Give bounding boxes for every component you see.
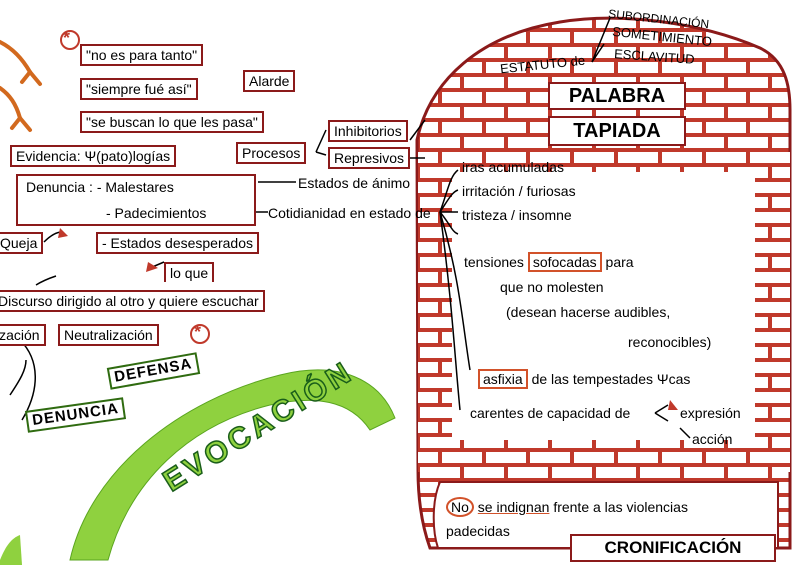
quote-no-es-para-tanto: "no es para tanto" [80,44,204,66]
wall-item-accion: acción [692,431,733,447]
alarde-box: Alarde [243,70,296,92]
procesos-box: Procesos [236,142,307,164]
asterisk-bottom: * [194,322,202,342]
padecidas-text: padecidas [446,523,510,539]
frente-text: frente a las violencias [553,499,688,515]
ribbon-evocacion [69,369,396,561]
inhibitorios-box: Inhibitorios [328,120,408,142]
palabra-banner: PALABRA [548,82,686,110]
wall-item-asfixia: asfixia de las tempestades Ψcas [478,369,691,389]
discurso-box: Discurso dirigido al otro y quiere escuc… [0,290,265,312]
estados-de-animo: Estados de ánimo [298,175,411,191]
wall-item-carentes: carentes de capacidad de [470,405,631,421]
se-indignan-text: se indignan [477,499,550,515]
para-text: para [605,254,634,270]
tensiones-text: tensiones [464,254,524,270]
cronificacion-banner: CRONIFICACIÓN [570,534,776,562]
tree-branches [0,40,42,132]
tapiada-banner: TAPIADA [548,116,686,146]
wall-item-irritacion: irritación / furiosas [462,183,576,199]
tempestades-text: de las tempestades Ψcas [531,371,691,387]
neutralizacion-box: Neutralización [58,324,159,346]
no-circled: No [446,497,474,517]
lo-que-box: lo que [164,262,215,282]
wall-item-reconocibles: reconocibles) [628,334,712,350]
cotidianidad-estado: Cotidianidad en estado de [268,205,431,221]
quote-se-buscan: "se buscan lo que les pasa" [80,111,264,133]
asfixia-highlight: asfixia [478,369,528,389]
sofocadas-highlight: sofocadas [527,252,602,272]
wall-item-desean: (desean hacerse audibles, [506,304,671,320]
evidencia-box: Evidencia: Ψ(pato)logías [10,145,177,167]
asterisk-circle-bottom [190,324,210,344]
wall-item-no-molesten: que no molesten [500,279,604,295]
queja-box: Queja [0,232,44,254]
asterisk-circle-top [60,30,80,50]
no-se-indignan-line: No se indignan frente a las violencias [446,497,688,517]
denuncia-line-1: Denuncia : - Malestares [26,179,174,195]
connector-lines [9,17,691,439]
izacion-box: ización [0,324,46,346]
quote-siempre-fue-asi: "siempre fué así" [80,78,198,100]
asterisk-top: * [63,28,71,48]
denuncia-box: Denuncia : - Malestares - Padecimientos [16,174,256,226]
wall-item-iras: iras acumuladas [462,159,564,175]
represivos-box: Represivos [328,147,411,169]
wall-item-expresion: expresión [680,405,741,421]
wall-item-tensiones: tensiones sofocadas para [464,252,634,272]
wall-item-tristeza: tristeza / insomne [462,207,572,223]
denuncia-line-2: - Padecimientos [106,205,207,221]
estados-desesperados-box: - Estados desesperados [96,232,259,254]
